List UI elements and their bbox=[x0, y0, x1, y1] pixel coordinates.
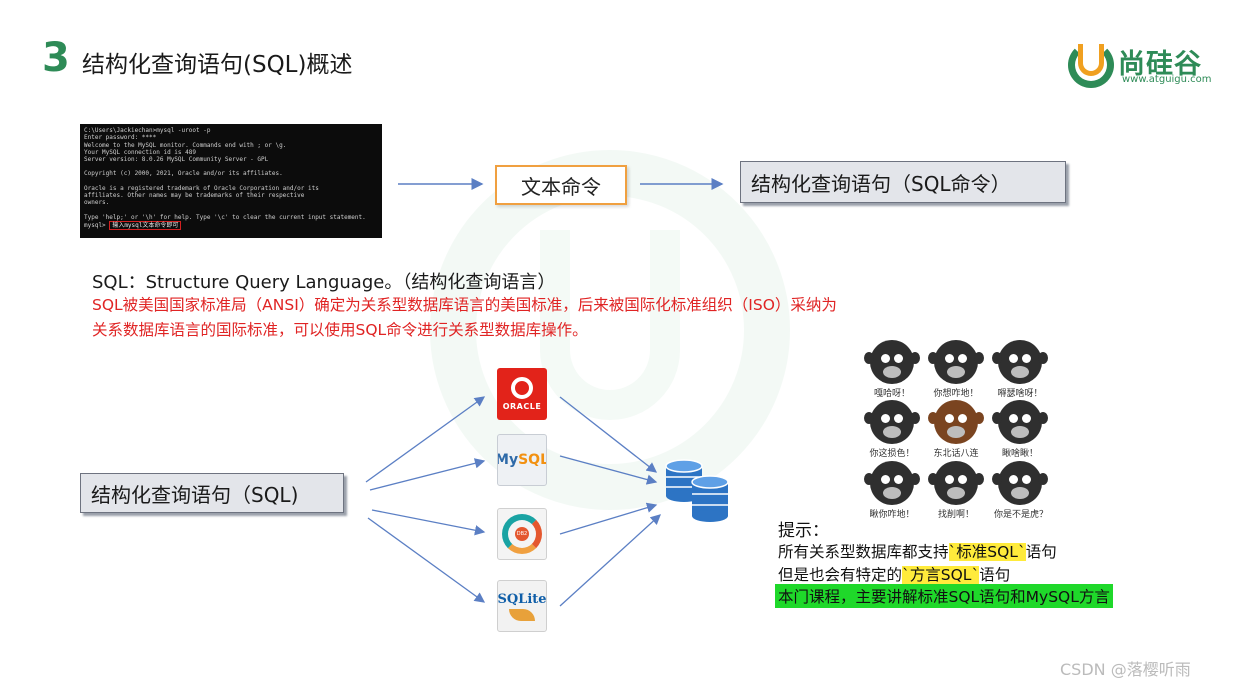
terminal-input-hint: 输入mysql文本命令即可 bbox=[109, 220, 182, 231]
monkey-face-icon bbox=[992, 461, 1048, 505]
terminal-line: Your MySQL connection id is 489 bbox=[84, 148, 196, 156]
terminal-line: Welcome to the MySQL monitor. Commands e… bbox=[84, 141, 287, 149]
monkey-sticker: 你想咋地！ bbox=[928, 340, 984, 399]
arrow-sql-to-sqlite bbox=[367, 517, 486, 603]
db2-logo: DB2 bbox=[497, 508, 547, 560]
slide-title: 结构化查询语句(SQL)概述 bbox=[82, 52, 353, 78]
monkey-sticker: 找削啊！ bbox=[928, 461, 984, 520]
db2-ring-icon: DB2 bbox=[502, 514, 542, 554]
monkey-caption: 嘎哈呀！ bbox=[873, 389, 910, 399]
sqlite-logo: SQLite bbox=[497, 580, 547, 632]
monkey-face-icon bbox=[928, 400, 984, 444]
brand-logo-u-icon bbox=[1078, 44, 1104, 76]
monkey-sticker: 东北话八连 bbox=[928, 400, 984, 459]
sqlite-feather-icon bbox=[509, 608, 535, 621]
monkey-sticker: 嘎哈呀！ bbox=[864, 340, 920, 399]
text-command-box: 文本命令 bbox=[495, 165, 627, 205]
monkey-face-icon bbox=[992, 340, 1048, 384]
sql-standard-text-line-2: 关系数据库语言的国际标准，可以使用SQL命令进行关系型数据库操作。 bbox=[92, 321, 588, 339]
db2-logo-text: DB2 bbox=[515, 527, 529, 541]
oracle-logo-text: ORACLE bbox=[502, 402, 542, 411]
arrow-sqlite-to-database bbox=[559, 514, 661, 607]
monkey-caption: 你这损色！ bbox=[869, 449, 915, 459]
arrow-mysql-to-database bbox=[559, 455, 658, 485]
terminal-line: Server version: 8.0.26 MySQL Community S… bbox=[84, 156, 269, 164]
monkey-face-icon bbox=[864, 461, 920, 505]
brand-logo-icon bbox=[1068, 42, 1114, 88]
monkey-face-icon bbox=[992, 400, 1048, 444]
terminal-line: Oracle is a registered trademark of Orac… bbox=[84, 184, 319, 192]
monkey-caption: 你想咋地！ bbox=[933, 389, 979, 399]
arrow-db2-to-database bbox=[559, 502, 658, 535]
slide-number: 3 bbox=[42, 35, 70, 81]
terminal-prompt: mysql> bbox=[84, 221, 106, 229]
tip-line-3: 本门课程，主要讲解标准SQL语句和MySQL方言 bbox=[775, 584, 1113, 608]
tip-line-1-highlight: `标准SQL` bbox=[948, 543, 1026, 561]
monkey-caption: 东北话八连 bbox=[933, 449, 979, 459]
tip-line-1: 所有关系型数据库都支持`标准SQL`语句 bbox=[778, 540, 1057, 562]
tip-line-2: 但是也会有特定的`方言SQL`语句 bbox=[778, 563, 1010, 585]
monkey-face-icon bbox=[864, 400, 920, 444]
mysql-logo-sql: SQL bbox=[518, 452, 547, 468]
terminal-line: C:\Users\Jackiechan>mysql -uroot -p bbox=[84, 127, 211, 134]
tip-line-1-prefix: 所有关系型数据库都支持 bbox=[778, 543, 949, 561]
monkey-face-icon bbox=[928, 340, 984, 384]
tip-line-2-highlight: `方言SQL` bbox=[902, 566, 980, 584]
terminal-line: affiliates. Other names may be trademark… bbox=[84, 192, 305, 200]
arrow-sql-to-db2 bbox=[371, 509, 486, 536]
terminal-line: Enter password: **** bbox=[84, 134, 157, 142]
mysql-logo-my: My bbox=[497, 452, 519, 468]
terminal-line: owners. bbox=[84, 199, 110, 207]
monkey-caption: 瞅你咋地！ bbox=[869, 510, 915, 520]
monkey-sticker: 你是不是虎？ bbox=[992, 461, 1049, 520]
tip-line-2-prefix: 但是也会有特定的 bbox=[778, 566, 903, 584]
brand-logo-url: www.atguigu.com bbox=[1122, 74, 1212, 85]
sql-standard-text-line-1: SQL被美国国家标准局（ANSI）确定为关系型数据库语言的美国标准，后来被国际化… bbox=[92, 296, 837, 314]
monkey-caption: 瞅啥瞅！ bbox=[1001, 449, 1038, 459]
brand-logo-name: 尚硅谷 bbox=[1118, 49, 1202, 80]
arrow-sql-to-mysql bbox=[369, 458, 486, 491]
monkey-sticker: 嘚瑟啥呀！ bbox=[992, 340, 1048, 399]
sqlite-logo-text: SQLite bbox=[497, 591, 547, 607]
monkey-caption: 找削啊！ bbox=[937, 510, 974, 520]
monkey-sticker: 你这损色！ bbox=[864, 400, 920, 459]
tip-line-1-suffix: 语句 bbox=[1025, 543, 1057, 561]
arrow-oracle-to-database bbox=[559, 396, 658, 473]
terminal-line: Copyright (c) 2000, 2021, Oracle and/or … bbox=[84, 170, 283, 178]
monkey-caption: 嘚瑟啥呀！ bbox=[997, 389, 1043, 399]
csdn-watermark: CSDN @落樱听雨 bbox=[1060, 660, 1191, 679]
sql-box: 结构化查询语句（SQL) bbox=[80, 473, 344, 513]
terminal-line: Type 'help;' or '\h' for help. Type '\c'… bbox=[84, 213, 366, 221]
tip-line-2-suffix: 语句 bbox=[979, 566, 1011, 584]
arrow-sql-to-oracle bbox=[365, 396, 486, 483]
monkey-sticker: 瞅你咋地！ bbox=[864, 461, 920, 520]
monkey-face-icon bbox=[864, 340, 920, 384]
sql-command-box: 结构化查询语句（SQL命令） bbox=[740, 161, 1066, 203]
monkey-caption: 你是不是虎？ bbox=[994, 510, 1049, 520]
oracle-ring-icon bbox=[511, 377, 533, 399]
tip-title: 提示： bbox=[778, 521, 829, 541]
monkey-face-icon bbox=[928, 461, 984, 505]
database-icon bbox=[665, 459, 729, 522]
oracle-logo: ORACLE bbox=[497, 368, 547, 420]
monkey-sticker: 瞅啥瞅！ bbox=[992, 400, 1048, 459]
terminal-prompt-line: mysql> 输入mysql文本命令即可 bbox=[84, 220, 378, 231]
sql-definition: SQL：Structure Query Language。（结构化查询语言） bbox=[92, 272, 556, 293]
